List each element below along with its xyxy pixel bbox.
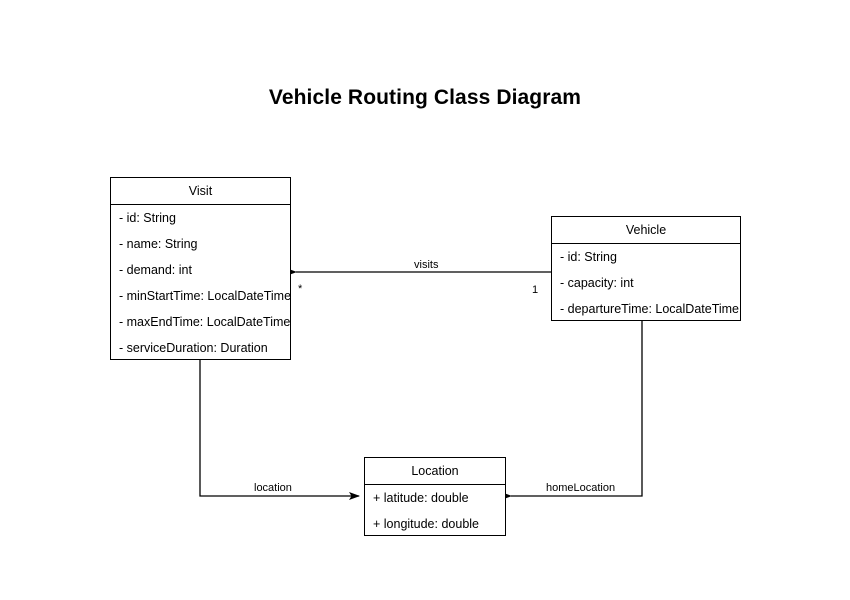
uml-class-visit-name: Visit [111,178,290,205]
uml-class-location[interactable]: Location + latitude: double + longitude:… [364,457,506,536]
multiplicity-visit-end: * [298,283,303,295]
page-title: Vehicle Routing Class Diagram [268,86,582,109]
edge-home-location [501,321,643,500]
uml-attribute: - capacity: int [560,276,634,290]
uml-attribute: - serviceDuration: Duration [119,341,268,355]
uml-class-vehicle[interactable]: Vehicle - id: String - capacity: int - d… [551,216,741,321]
uml-class-visit-attributes: - id: String - name: String - demand: in… [111,205,292,361]
uml-class-location-attributes: + latitude: double + longitude: double [365,485,505,537]
uml-attribute: - minStartTime: LocalDateTime [119,289,292,303]
uml-class-vehicle-name: Vehicle [552,217,740,244]
uml-attribute: - departureTime: LocalDateTime [560,302,740,316]
edge-label-visits: visits [414,259,439,271]
uml-attribute: - id: String [119,211,176,225]
uml-class-vehicle-attributes: - id: String - capacity: int - departure… [552,244,740,322]
uml-attribute: - demand: int [119,263,192,277]
uml-attribute: - maxEndTime: LocalDateTime [119,315,291,329]
uml-class-visit[interactable]: Visit - id: String - name: String - dema… [110,177,291,360]
multiplicity-vehicle-end: 1 [532,284,539,296]
uml-attribute: + longitude: double [373,517,479,531]
uml-attribute: - id: String [560,250,617,264]
edge-label-home-location: homeLocation [546,482,616,494]
uml-attribute: + latitude: double [373,491,469,505]
uml-attribute: - name: String [119,237,198,251]
edge-label-location: location [254,482,292,494]
edge-location [199,360,360,500]
uml-class-location-name: Location [365,458,505,485]
